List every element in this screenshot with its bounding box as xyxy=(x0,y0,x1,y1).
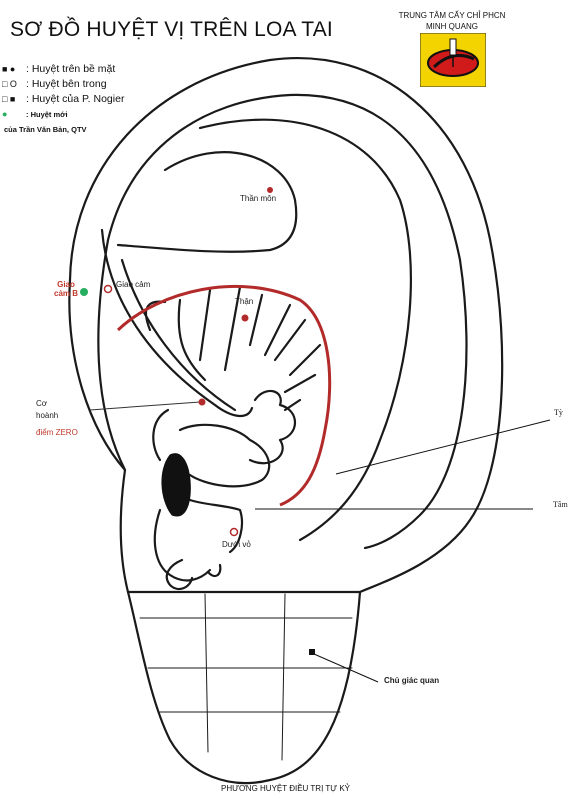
label-giao-cam-b: Giao cảm B xyxy=(54,280,78,298)
lobe xyxy=(128,592,360,783)
concha-line xyxy=(285,375,315,392)
point-giao-cam-b xyxy=(80,288,88,296)
tragus xyxy=(155,510,210,580)
concha-line xyxy=(265,305,290,355)
concha-inner xyxy=(180,425,269,487)
label-co-hoanh: Cơ hoành xyxy=(36,398,58,422)
label-giao-cam: Giao cảm xyxy=(116,280,150,289)
label-giao-cam-b-line1: Giao xyxy=(54,280,78,289)
concha-line xyxy=(290,345,320,375)
pointer-line-co-hoanh xyxy=(90,402,200,410)
label-than: Thận xyxy=(235,297,253,306)
point-co-hoanh xyxy=(199,399,206,406)
point-than xyxy=(242,315,249,322)
label-tam: Tâm xyxy=(553,500,568,509)
concha-inner xyxy=(250,391,295,463)
point-duoi-vo xyxy=(231,529,238,536)
point-than-mon xyxy=(267,187,273,193)
label-giao-cam-b-line2: cảm B xyxy=(54,289,78,298)
label-ty: Tỳ xyxy=(554,408,563,417)
concha-line xyxy=(200,290,210,360)
label-diem-zero: điểm ZERO xyxy=(36,428,78,437)
concha-inner xyxy=(153,410,168,460)
concha-line xyxy=(179,300,205,380)
point-chu-giac-quan xyxy=(309,649,315,655)
pointer-line-ty xyxy=(336,420,550,474)
label-than-mon: Thần môn xyxy=(240,194,276,203)
red-line xyxy=(118,286,330,505)
label-duoi-vo: Dưới vỏ xyxy=(222,540,251,549)
concha-cavity xyxy=(162,454,190,516)
label-chu-giac-quan: Chủ giác quan xyxy=(384,676,439,685)
footer-caption: PHƯƠNG HUYỆT ĐIỀU TRỊ TỰ KỶ xyxy=(0,784,571,793)
label-co-hoanh-line1: Cơ xyxy=(36,398,58,410)
point-giao-cam xyxy=(105,286,112,293)
label-co-hoanh-line2: hoành xyxy=(36,410,58,422)
lobe-grid xyxy=(282,594,285,760)
